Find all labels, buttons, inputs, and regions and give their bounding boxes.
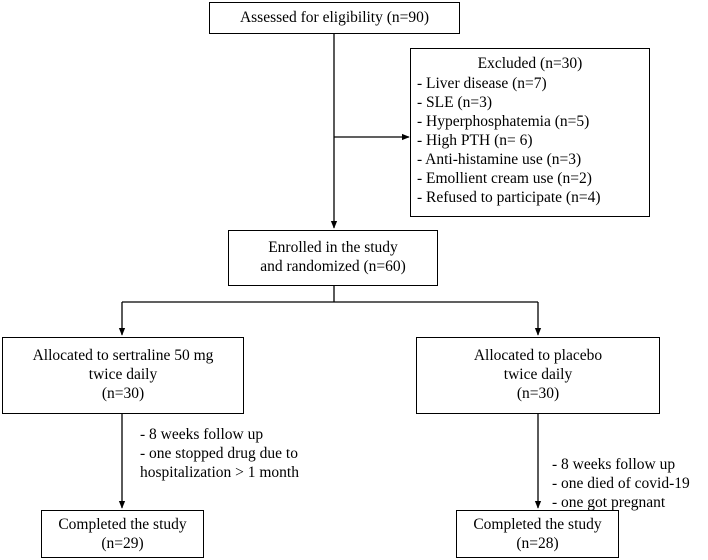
- enrolled-box: [228, 230, 438, 286]
- completed-placebo-box: [456, 510, 619, 558]
- sertraline-arm-box: [2, 337, 244, 414]
- excluded-item: - High PTH (n= 6): [417, 132, 533, 149]
- completed-placebo-label: Completed the study (n=28): [473, 516, 602, 552]
- excluded-item: - Liver disease (n=7): [417, 75, 547, 92]
- excluded-item: - Refused to participate (n=4): [417, 189, 601, 206]
- excluded-box: [410, 48, 650, 217]
- placebo-arm-box: [416, 337, 660, 414]
- excluded-item: - Anti-histamine use (n=3): [417, 151, 582, 168]
- assessed-label: Assessed for eligibility (n=90): [239, 9, 430, 26]
- enrolled-label: Enrolled in the study and randomized (n=…: [260, 239, 406, 275]
- assessed-box: [209, 2, 460, 34]
- excluded-item: - SLE (n=3): [417, 94, 493, 111]
- placebo-arm-label: Allocated to placebo twice daily (n=30): [473, 347, 603, 402]
- excluded-item: - Emollient cream use (n=2): [417, 170, 592, 187]
- placebo-followup-notes: - 8 weeks follow up - one died of covid-…: [552, 456, 690, 511]
- excluded-item: - Hyperphosphatemia (n=5): [417, 113, 590, 130]
- completed-sertraline-label: Completed the study (n=29): [58, 516, 187, 552]
- sertraline-followup-notes: - 8 weeks follow up - one stopped drug d…: [140, 426, 299, 481]
- sertraline-arm-label: Allocated to sertraline 50 mg twice dail…: [32, 347, 214, 402]
- completed-sertraline-box: [41, 510, 204, 558]
- excluded-title: Excluded (n=30): [477, 55, 583, 72]
- excluded-list: - Liver disease (n=7) - SLE (n=3) - Hype…: [417, 74, 600, 207]
